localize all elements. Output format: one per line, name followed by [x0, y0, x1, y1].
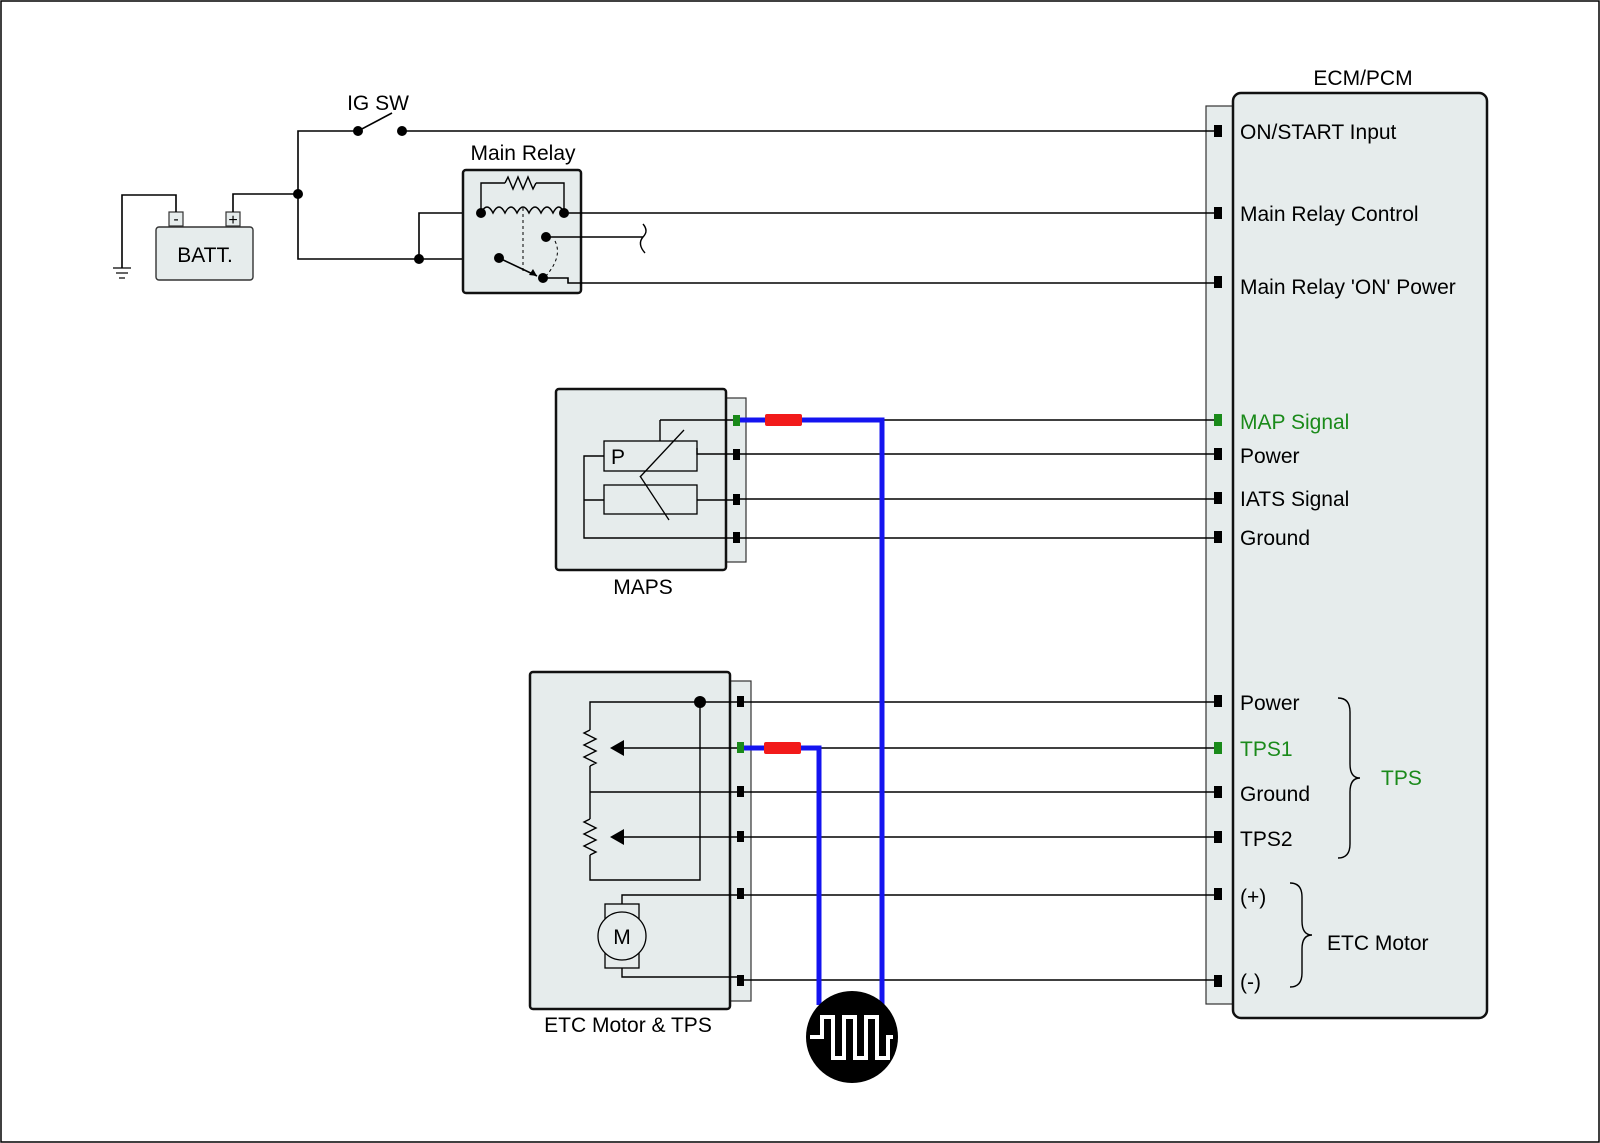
tps1-probe-tip: [764, 742, 801, 754]
etc-assembly-label: ETC Motor & TPS: [544, 1014, 712, 1037]
battery-plus-sign: +: [228, 212, 237, 229]
ecm-body: [1231, 91, 1489, 1020]
ground-icon: [113, 267, 131, 279]
ecm-title: ECM/PCM: [1313, 67, 1412, 90]
ecm-pin-terminal: [1214, 276, 1222, 288]
ecm-pin-label: Ground: [1240, 527, 1310, 550]
etc-motor-group-label: ETC Motor: [1327, 932, 1429, 955]
ig-feed-wire: [297, 130, 358, 194]
relay-coil-feed-wire: [418, 212, 481, 259]
ecm-pin-terminal: [1214, 888, 1222, 900]
wire-break-mark: [639, 223, 647, 254]
battery: - + BATT.: [155, 211, 254, 281]
etc-motor-brace: ETC Motor: [1289, 882, 1429, 988]
ecm-pin-terminal: [1214, 414, 1222, 426]
main-relay: Main Relay: [461, 142, 583, 295]
maps-pressure-label: P: [611, 446, 625, 469]
ecm-pin-label: MAP Signal: [1240, 411, 1349, 434]
ecm-pin-label: Main Relay 'ON' Power: [1240, 276, 1456, 299]
tps-brace: TPS: [1337, 697, 1422, 859]
ecm-pin-terminal: [1214, 531, 1222, 543]
ecm-pin-terminal: [1214, 207, 1222, 219]
ecm-pin-terminal: [1214, 492, 1222, 504]
main-relay-body: [461, 168, 583, 295]
scope-probes: [740, 414, 885, 1005]
ecm-module: ECM/PCM: [1205, 67, 1489, 1020]
ecm-pin-label: ON/START Input: [1240, 121, 1397, 144]
maps-body: [554, 387, 728, 572]
tps-group-label: TPS: [1381, 767, 1422, 790]
ecm-pin-label: TPS1: [1240, 738, 1293, 761]
battery-body: [155, 226, 254, 281]
ecm-pin-label: Ground: [1240, 783, 1310, 806]
relay-feed-wire: [297, 194, 494, 260]
junction-dot: [293, 189, 303, 199]
ecm-pin-terminal: [1214, 975, 1222, 987]
ecm-pin-label: (+): [1240, 886, 1266, 909]
ecm-pin-label: Main Relay Control: [1240, 203, 1419, 226]
ecm-pin-label: Power: [1240, 445, 1300, 468]
battery-minus-sign: -: [173, 211, 178, 228]
ecm-pin-terminal: [1214, 125, 1222, 137]
ecm-pin-terminal: [1214, 786, 1222, 798]
battery-ground-wire: [121, 194, 177, 268]
ig-sw-label: IG SW: [347, 92, 409, 115]
main-relay-on-power-wire: [543, 277, 1214, 284]
etc-assembly: M ETC Motor & TPS: [528, 670, 752, 1037]
ecm-pins: ON/START Input Main Relay Control Main R…: [1214, 121, 1456, 994]
etc-body: [528, 670, 732, 1011]
ecm-pin-label: Power: [1240, 692, 1300, 715]
motor-label: M: [613, 926, 631, 949]
ecm-connector: [1205, 105, 1235, 1005]
square-wave-icon: [806, 991, 898, 1083]
map-probe-tip: [765, 414, 802, 426]
ecm-pin-label: IATS Signal: [1240, 488, 1349, 511]
ecm-pin-label: TPS2: [1240, 828, 1293, 851]
maps-sensor: P MAPS: [554, 387, 747, 599]
switch-icon: IG SW: [347, 92, 409, 136]
battery-positive-wire: [232, 193, 298, 212]
battery-label: BATT.: [177, 244, 233, 267]
ecm-pin-terminal: [1214, 695, 1222, 707]
ecm-pin-terminal: [1214, 742, 1222, 754]
ecm-pin-label: (-): [1240, 971, 1261, 994]
ecm-pin-terminal: [1214, 831, 1222, 843]
motor-icon: [597, 911, 647, 961]
maps-label: MAPS: [613, 576, 673, 599]
ecm-pin-terminal: [1214, 448, 1222, 460]
main-relay-label: Main Relay: [470, 142, 576, 165]
